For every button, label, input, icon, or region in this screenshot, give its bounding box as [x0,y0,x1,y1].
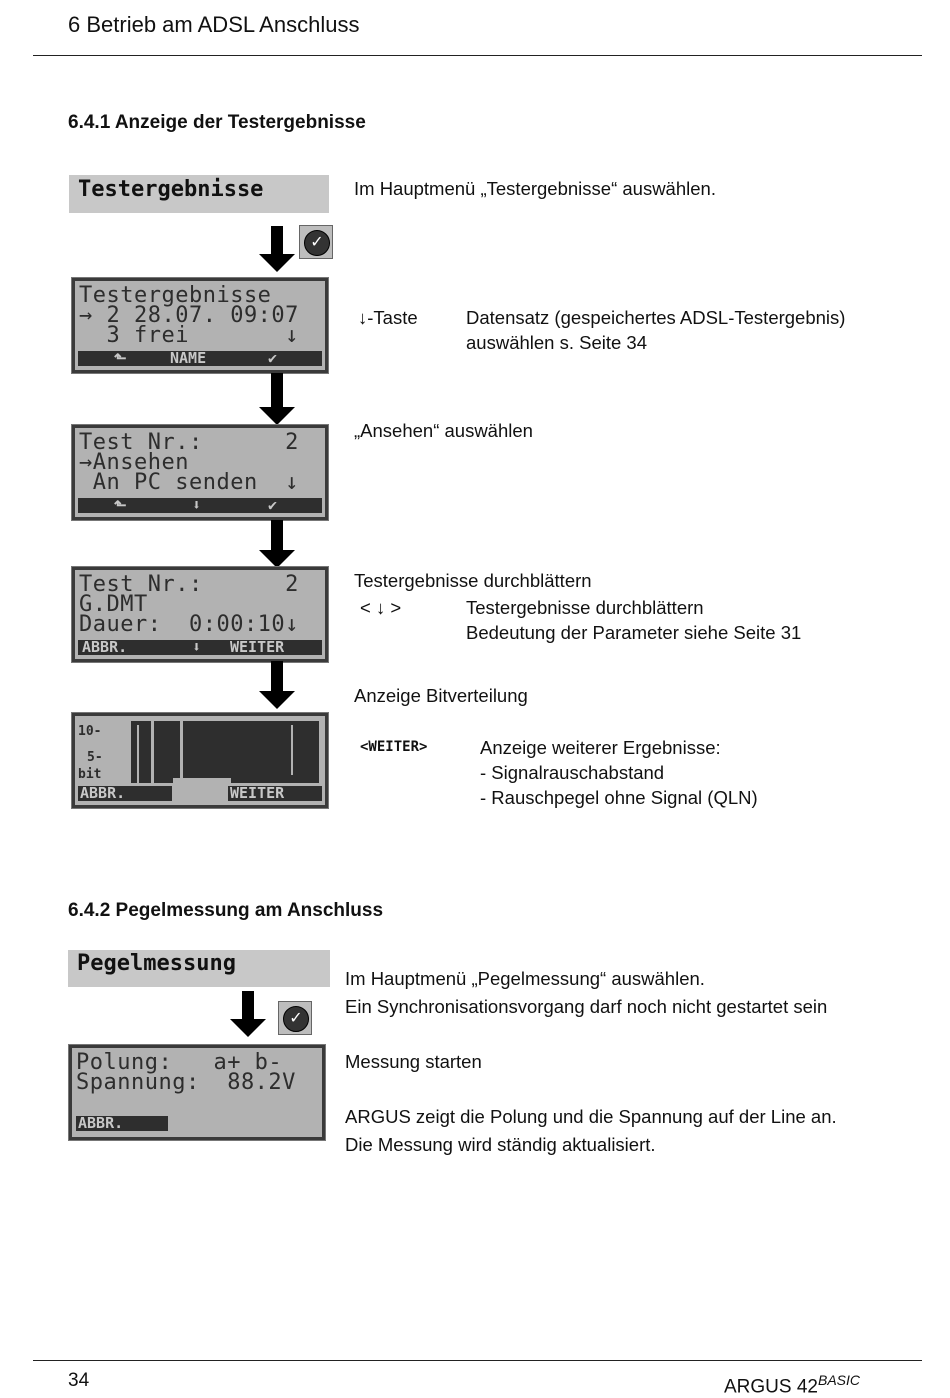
step4-desc-line1: Testergebnisse durchblättern [466,597,704,618]
ok-softkey-icon: ✔ [268,349,278,367]
section2-text-line4: ARGUS zeigt die Polung und die Spannung … [345,1106,837,1127]
section-heading-6-4-2: 6.4.2 Pegelmessung am Anschluss [68,900,384,921]
lcd-line: Testergebnisse [79,283,272,308]
lcd-bit-distribution: 10- 5- bit ABBR. WEITER [71,712,329,809]
check-icon: ✓ [304,230,330,256]
check-icon: ✓ [283,1006,309,1032]
graph-gap [137,725,139,783]
menu-title-pegelmessung: Pegelmessung [68,950,330,987]
graph-gap [291,725,293,775]
lcd-line: Dauer: 0:00:10↓ [79,612,299,637]
back-softkey-icon: ⬑ [114,496,127,514]
step5-text: Anzeige Bitverteilung [354,685,528,706]
step4-key: < ↓ > [360,597,402,618]
ok-button-icon: ✓ [299,225,333,259]
ok-softkey-icon: ✔ [268,496,278,514]
down-softkey-icon: ⬇ [192,638,202,656]
lcd-line: → 2 28.07. 09:07 [79,303,299,328]
lcd-line: Test Nr.: 2 [79,430,299,455]
name-softkey: NAME [170,349,207,367]
product-name-main: ARGUS 42 [724,1376,818,1398]
menu-title-testergebnisse: Testergebnisse [69,175,329,213]
lcd-line: 3 frei ↓ [79,323,299,348]
step3-text: „Ansehen“ auswählen [354,420,533,441]
step5-key: <WEITER> [360,739,428,755]
page-number: 34 [68,1370,90,1391]
abbr-softkey-box: ABBR. [76,1114,168,1132]
step4-desc-line2: Bedeutung der Parameter siehe Seite 31 [466,622,802,643]
abbr-softkey: ABBR. [82,638,128,656]
y-axis-unit-bit: bit [78,767,102,782]
product-name-superscript: BASIC [817,1372,860,1388]
lcd-pegelmessung: Polung: a+ b- Spannung: 88.2V ABBR. [68,1044,326,1141]
weiter-softkey: WEITER [230,638,285,656]
section2-text-line5: Die Messung wird ständig aktualisiert. [345,1134,656,1155]
lcd-line: Spannung: 88.2V [76,1070,296,1095]
section2-text-line3: Messung starten [345,1051,482,1072]
down-arrow-icon [259,373,295,425]
header-rule [33,55,922,56]
lcd-line: G.DMT [79,592,148,617]
step5-desc-line1: Anzeige weiterer Ergebnisse: [480,737,721,758]
down-arrow-icon [259,520,295,568]
section2-text-line2: Ein Synchronisationsvorgang darf noch ni… [345,996,828,1017]
lcd-test-detail: Test Nr.: 2 G.DMT Dauer: 0:00:10↓ ABBR. … [71,566,329,663]
weiter-softkey-box: WEITER [228,784,322,802]
step2-key: ↓-Taste [358,307,418,328]
step2-desc-line2: auswählen s. Seite 34 [466,332,648,353]
lcd-softkey-bar: ⬑ NAME ✔ [78,349,322,367]
lcd-line: →Ansehen [79,450,189,475]
step1-text: Im Hauptmenü „Testergebnisse“ auswählen. [354,178,716,199]
down-arrow-icon [230,991,266,1037]
down-softkey-icon: ⬇ [192,496,202,514]
step5-desc-line3: - Rauschpegel ohne Signal (QLN) [480,787,758,808]
lcd-testergebnisse-list: Testergebnisse → 2 28.07. 09:07 3 frei ↓… [71,277,329,374]
down-arrow-icon [259,226,295,272]
section-heading-6-4-1: 6.4.1 Anzeige der Testergebnisse [68,112,366,133]
y-axis-label-5: 5- [87,750,103,765]
footer-rule [33,1360,922,1361]
bit-distribution-graph [131,721,319,783]
lcd-line: Polung: a+ b- [76,1050,283,1075]
step4-text: Testergebnisse durchblättern [354,570,592,591]
step2-desc-line1: Datensatz (gespeichertes ADSL-Testergebn… [466,307,846,328]
lcd-test-menu: Test Nr.: 2 →Ansehen An PC senden ↓ ⬑ ⬇ … [71,424,329,521]
back-softkey-icon: ⬑ [114,349,127,367]
lcd-line: An PC senden ↓ [79,470,299,495]
abbr-softkey-box: ABBR. [78,784,172,802]
lcd-line: Test Nr.: 2 [79,572,299,597]
product-name: ARGUS 42BASIC [724,1372,860,1398]
lcd-softkey-bar: ⬑ ⬇ ✔ [78,496,322,514]
down-arrow-icon [259,661,295,709]
graph-gap [173,778,231,783]
step5-desc-line2: - Signalrauschabstand [480,762,665,783]
section2-text-line1: Im Hauptmenü „Pegelmessung“ auswählen. [345,968,705,989]
graph-gap [151,721,154,783]
ok-button-icon: ✓ [278,1001,312,1035]
abbr-softkey: ABBR. [80,784,126,802]
weiter-softkey: WEITER [230,784,285,802]
graph-gap [180,721,183,783]
abbr-softkey: ABBR. [78,1114,124,1132]
y-axis-label-10: 10- [78,724,102,739]
lcd-softkey-bar: ABBR. ⬇ WEITER [78,638,322,656]
chapter-header: 6 Betrieb am ADSL Anschluss [68,12,360,37]
